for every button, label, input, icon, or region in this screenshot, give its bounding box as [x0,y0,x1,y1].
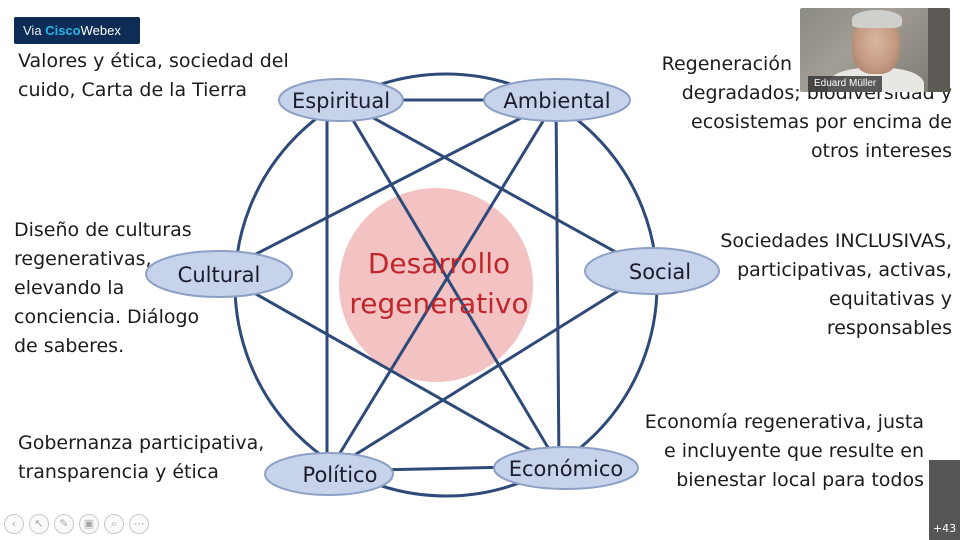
node-label-politico: Político [303,463,378,487]
node-social [584,247,720,295]
pointer-icon[interactable]: ‹ [4,514,24,534]
text-line: equitativas y [829,288,952,310]
video-person-hair [852,10,902,28]
text-line: Sociedades INCLUSIVAS, [720,230,952,252]
text-line: Valores y ética, sociedad del [18,50,289,72]
text-line: Economía regenerativa, justa [644,411,924,433]
text-line: conciencia. Diálogo [14,306,200,328]
node-labels: Espiritual Ambiental Cultural Social Pol… [178,89,691,487]
node-economico [493,446,639,490]
line-ambiental-cultural [217,98,558,275]
economico-description: Economía regenerativa, justa e incluyent… [620,408,924,495]
badge-cisco: Cisco [45,23,81,38]
line-ambiental-economico [554,98,561,468]
video-background [928,8,950,92]
node-label-ambiental: Ambiental [503,89,610,113]
node-cultural [145,250,293,298]
node-ambiental [483,78,631,122]
text-line: Gobernanza participativa, [18,432,265,454]
center-label-line-1: Desarrollo [368,247,510,280]
center-label: Desarrollo regenerativo [349,247,528,320]
center-circle [339,188,533,382]
text-line: regenerativas, [14,248,152,270]
text-line: elevando la [14,277,125,299]
more-icon[interactable]: ⋯ [129,514,149,534]
social-description: Sociedades INCLUSIVAS, participativas, a… [690,227,952,343]
node-label-espiritual: Espiritual [292,89,390,113]
text-line: participativas, activas, [737,259,952,281]
participant-name-label: Eduard Müller [808,76,883,92]
text-line: transparencia y ética [18,461,219,483]
zoom-icon[interactable]: ⌕ [104,514,124,534]
line-espiritual-social [339,98,652,273]
line-social-politico [327,269,652,473]
node-espiritual [278,78,404,122]
espiritual-description: Valores y ética, sociedad del cuido, Car… [18,47,289,105]
participant-video[interactable]: Eduard Müller [800,8,950,92]
line-espiritual-economico [339,98,561,468]
text-line: bienestar local para todos [676,469,924,491]
pen-icon[interactable]: ✎ [54,514,74,534]
center-label-line-2: regenerativo [349,287,528,320]
text-line: e incluyente que resulte en [663,440,924,462]
politico-description: Gobernanza participativa, transparencia … [18,429,264,487]
webex-badge: Via CiscoWebex [14,17,140,44]
text-line: cuido, Carta de la Tierra [18,79,248,101]
node-label-social: Social [629,260,691,284]
line-cultural-economico [217,271,561,468]
text-line: de saberes. [14,335,125,357]
node-label-economico: Económico [509,457,624,481]
node-label-cultural: Cultural [178,263,261,287]
text-line: ecosistemas por encima de [691,111,952,133]
participants-count[interactable]: +43 [929,460,960,540]
node-politico [264,452,394,496]
badge-via: Via [23,23,42,38]
text-line: responsables [826,317,952,339]
nodes [145,78,720,496]
text-line: otros intereses [810,140,952,162]
cultural-description: Diseño de culturas regenerativas, elevan… [14,216,199,361]
annotation-toolbar: ‹ ↖ ✎ ▣ ⌕ ⋯ [4,514,149,536]
text-line: Regeneración [661,53,792,75]
layers-icon[interactable]: ▣ [79,514,99,534]
text-line: Diseño de culturas [14,219,192,241]
badge-webex: Webex [80,23,121,38]
cursor-icon[interactable]: ↖ [29,514,49,534]
line-ambiental-politico [327,98,558,473]
